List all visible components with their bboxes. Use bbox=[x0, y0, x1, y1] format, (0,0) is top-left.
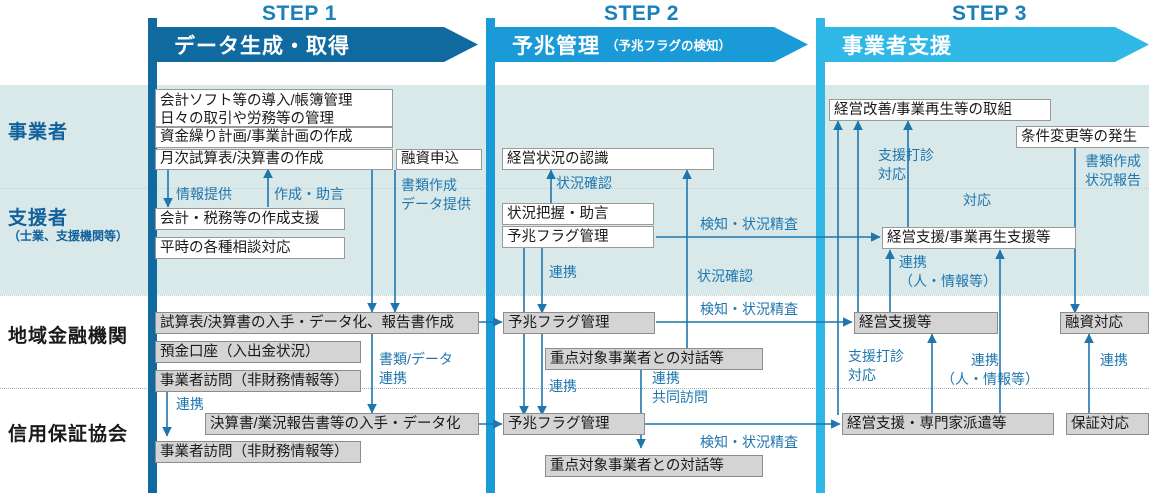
box-condition-change[interactable]: 条件変更等の発生 bbox=[1016, 126, 1149, 148]
lane-name: 信用保証協会 bbox=[8, 424, 129, 445]
step-title-2: 予兆管理 （予兆フラグの検知） bbox=[486, 27, 731, 62]
step-banner-1: データ生成・取得 bbox=[148, 27, 478, 62]
lane-label-shinyo-hosho: 信用保証協会 bbox=[8, 424, 148, 446]
box-deposit-account[interactable]: 預金口座（入出金状況） bbox=[155, 341, 361, 363]
note-data-provision: データ提供 bbox=[401, 196, 471, 212]
note-status-check-2: 状況確認 bbox=[697, 268, 753, 284]
note-cooperation-joint-b: 共同訪問 bbox=[652, 389, 708, 405]
note-cooperation-step2-a: 連携 bbox=[549, 264, 577, 280]
step-title-text-1: データ生成・取得 bbox=[174, 34, 350, 58]
note-documents-data: 書類/データ bbox=[379, 351, 453, 367]
note-cooperation-people-info-a: 連携 bbox=[899, 254, 927, 270]
lane-separator-2 bbox=[0, 295, 1149, 296]
step-number-2: STEP 2 bbox=[604, 2, 679, 25]
box-improvement-initiative[interactable]: 経営改善/事業再生等の取組 bbox=[829, 99, 1051, 121]
note-doc-creation-report-b: 状況報告 bbox=[1085, 172, 1141, 188]
box-loan-application[interactable]: 融資申込 bbox=[396, 149, 482, 170]
step-title-1: データ生成・取得 bbox=[148, 27, 350, 62]
column-bar-step1 bbox=[148, 18, 157, 493]
note-cooperation-joint-a: 連携 bbox=[652, 370, 680, 386]
note-document-creation: 書類作成 bbox=[401, 177, 457, 193]
box-loan-response[interactable]: 融資対応 bbox=[1060, 312, 1149, 334]
lane-separator-3 bbox=[0, 388, 1149, 389]
box-warning-flag-mgmt-guarantee[interactable]: 予兆フラグ管理 bbox=[503, 413, 645, 435]
box-status-grasp-advice[interactable]: 状況把握・助言 bbox=[502, 203, 654, 225]
box-routine-consultation[interactable]: 平時の各種相談対応 bbox=[155, 237, 345, 259]
note-cooperation-right: 連携 bbox=[1100, 352, 1128, 368]
box-line-1: 会計ソフト等の導入/帳簿管理 bbox=[160, 93, 353, 109]
note-support-inquiry-b: 対応 bbox=[878, 166, 906, 182]
note-response: 対応 bbox=[963, 192, 991, 208]
box-guarantee-response[interactable]: 保証対応 bbox=[1066, 413, 1149, 435]
box-cashflow-plan[interactable]: 資金繰り計画/事業計画の作成 bbox=[155, 127, 393, 148]
lane-name: 地域金融機関 bbox=[8, 326, 129, 347]
lane-name: 事業者 bbox=[8, 122, 69, 143]
step-number-1: STEP 1 bbox=[262, 2, 337, 25]
note-cooperation-people-info-b: （人・情報等） bbox=[899, 273, 997, 289]
box-accounting-tax-support[interactable]: 会計・税務等の作成支援 bbox=[155, 208, 345, 230]
box-warning-flag-mgmt-bank[interactable]: 予兆フラグ管理 bbox=[503, 312, 655, 334]
lane-name: 支援者 bbox=[8, 208, 69, 229]
step-arrow-shape-2 bbox=[486, 27, 808, 62]
note-documents-data-link: 連携 bbox=[379, 370, 407, 386]
box-accounting-software[interactable]: 会計ソフト等の導入/帳簿管理 日々の取引や労務等の管理 bbox=[155, 89, 393, 127]
lane-label-jigyosha: 事業者 bbox=[8, 122, 148, 144]
lane-sub: （士業、支援機関等） bbox=[8, 228, 129, 243]
box-line-2: 日々の取引や労務等の管理 bbox=[160, 111, 334, 128]
note-detect-investigate-2: 検知・状況精査 bbox=[700, 301, 798, 317]
step-number-3: STEP 3 bbox=[952, 2, 1027, 25]
note-status-check-1: 状況確認 bbox=[556, 175, 612, 191]
box-financial-statement-acquisition[interactable]: 決算書/業況報告書等の入手・データ化 bbox=[205, 413, 479, 435]
box-mgmt-support-bank[interactable]: 経営支援等 bbox=[854, 312, 998, 334]
note-cooperation-people-info-bottom-a: 連携 bbox=[971, 352, 999, 368]
note-cooperation-people-info-bottom-b: （人・情報等） bbox=[941, 371, 1039, 387]
box-management-status-recognition[interactable]: 経営状況の認識 bbox=[502, 148, 714, 170]
box-priority-dialogue-guarantee[interactable]: 重点対象事業者との対話等 bbox=[545, 455, 763, 477]
box-priority-dialogue-bank[interactable]: 重点対象事業者との対話等 bbox=[545, 348, 763, 370]
note-cooperation-left: 連携 bbox=[176, 396, 204, 412]
step-title-3: 事業者支援 bbox=[816, 27, 952, 62]
step-title-text-3: 事業者支援 bbox=[842, 34, 952, 58]
box-business-visit-bank[interactable]: 事業者訪問（非財務情報等） bbox=[155, 370, 361, 392]
lane-separator-1 bbox=[0, 188, 1149, 189]
step-banner-3: 事業者支援 bbox=[816, 27, 1149, 62]
box-mgmt-support-revitalization[interactable]: 経営支援/事業再生支援等 bbox=[882, 227, 1076, 249]
note-creation-advice: 作成・助言 bbox=[274, 186, 344, 202]
box-warning-flag-mgmt-supporter[interactable]: 予兆フラグ管理 bbox=[502, 226, 654, 248]
step-arrow-shape-1 bbox=[148, 27, 478, 62]
note-detect-investigate-3: 検知・状況精査 bbox=[700, 434, 798, 450]
box-trialbalance-acquisition-report[interactable]: 試算表/決算書の入手・データ化、報告書作成 bbox=[155, 312, 479, 334]
step-title-text-2: 予兆管理 bbox=[512, 34, 600, 58]
step-banner-2: 予兆管理 （予兆フラグの検知） bbox=[486, 27, 808, 62]
note-detect-investigate-1: 検知・状況精査 bbox=[700, 216, 798, 232]
note-support-inquiry-a: 支援打診 bbox=[878, 147, 934, 163]
note-support-inquiry-bottom-b: 対応 bbox=[848, 367, 876, 383]
box-monthly-trial-balance[interactable]: 月次試算表/決算書の作成 bbox=[155, 149, 393, 170]
lane-label-shiensha: 支援者 （士業、支援機関等） bbox=[8, 208, 148, 244]
note-doc-creation-report-a: 書類作成 bbox=[1085, 153, 1141, 169]
column-bar-step2 bbox=[486, 18, 495, 493]
note-cooperation-step2-b: 連携 bbox=[549, 378, 577, 394]
note-support-inquiry-bottom-a: 支援打診 bbox=[848, 348, 904, 364]
box-business-visit-guarantee[interactable]: 事業者訪問（非財務情報等） bbox=[155, 441, 361, 463]
box-mgmt-support-expert-dispatch[interactable]: 経営支援・専門家派遣等 bbox=[842, 413, 1054, 435]
lane-label-chiiki-kinyu: 地域金融機関 bbox=[8, 326, 148, 348]
column-bar-step3 bbox=[816, 18, 825, 493]
step-title-sub-2: （予兆フラグの検知） bbox=[606, 39, 732, 53]
step-arrow-shape-3 bbox=[816, 27, 1149, 62]
note-info-provision: 情報提供 bbox=[176, 186, 232, 202]
